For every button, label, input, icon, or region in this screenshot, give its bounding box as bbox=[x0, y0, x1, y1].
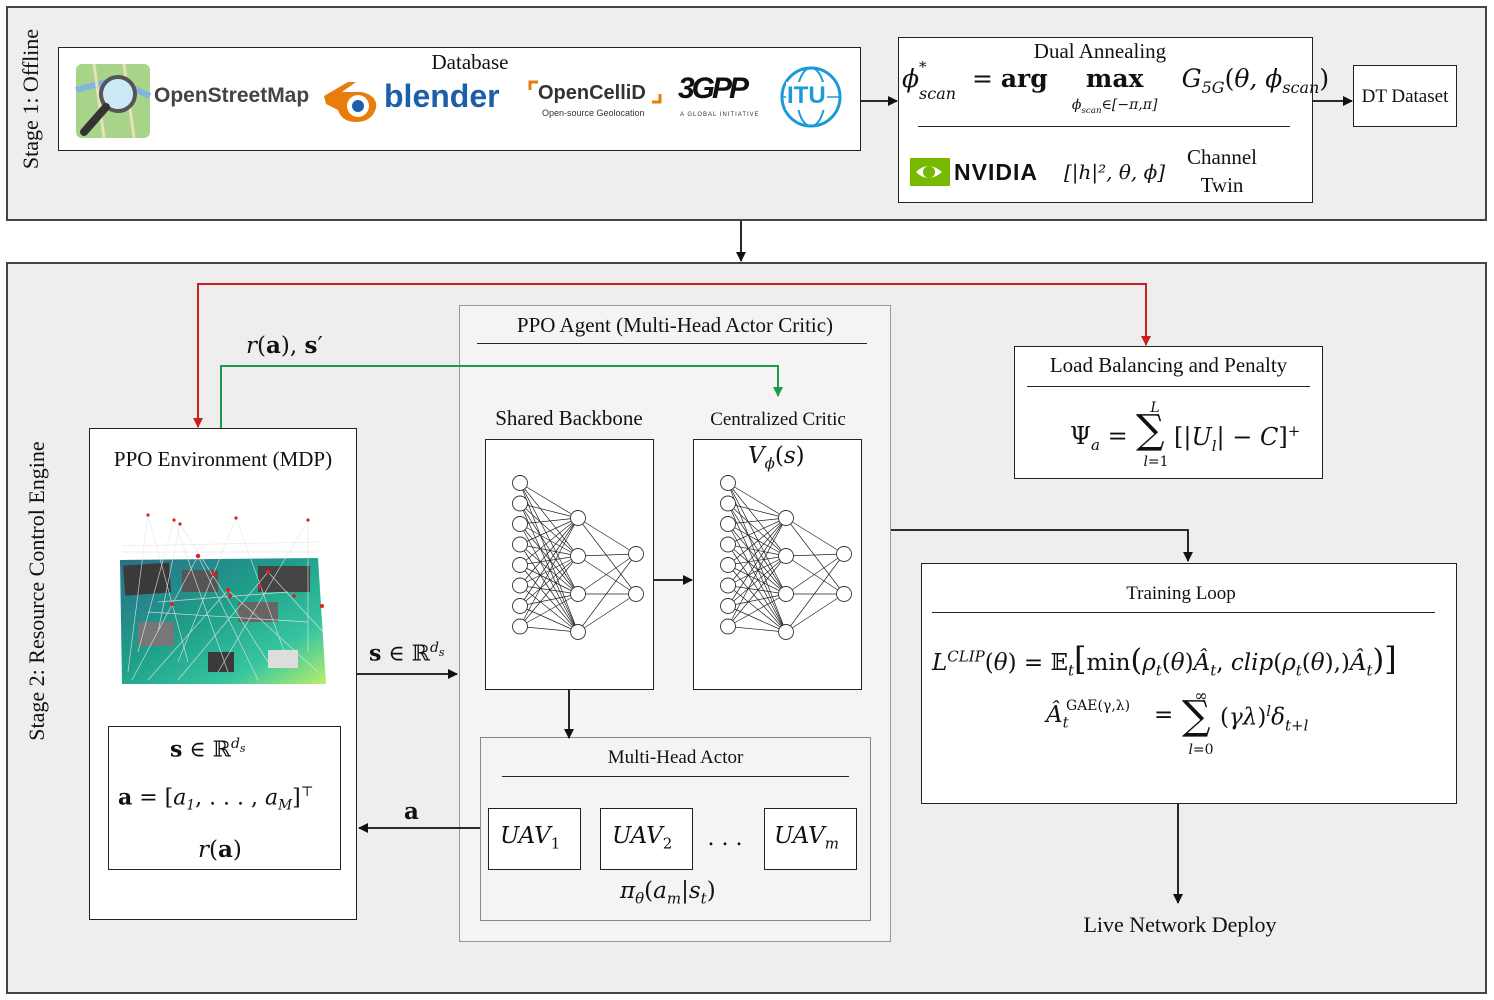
nn-node bbox=[570, 624, 586, 640]
nn-node bbox=[720, 475, 736, 491]
ppo-agent-divider bbox=[477, 343, 867, 344]
nn-node bbox=[570, 548, 586, 564]
nn-node bbox=[512, 516, 528, 532]
nn-node bbox=[512, 598, 528, 614]
blender-text: blender bbox=[384, 78, 500, 114]
nn-node bbox=[836, 546, 852, 562]
nn-node bbox=[720, 536, 736, 553]
nn-node bbox=[720, 598, 736, 614]
nn-node bbox=[836, 586, 852, 602]
opencellid-bracket-icon bbox=[528, 80, 662, 104]
uav-head-2 bbox=[600, 808, 693, 870]
nn-node bbox=[720, 557, 736, 573]
nn-node bbox=[778, 624, 794, 640]
dual-annealing-title: Dual Annealing bbox=[1033, 39, 1167, 63]
nn-node bbox=[778, 586, 794, 602]
uav-heads-ellipsis: . . . bbox=[707, 826, 743, 851]
critic-neural-net-icon bbox=[720, 475, 852, 640]
uav-head-2-label: UAV2 bbox=[612, 823, 673, 853]
opencellid-text: OpenCelliD bbox=[538, 82, 646, 104]
clip-loss-formula: LCLIP(θ) = 𝔼t[min(ρt(θ)Ât, clip(ρt(θ),)Â… bbox=[932, 640, 1397, 680]
annealing-divider bbox=[918, 126, 1290, 127]
nn-node bbox=[512, 557, 528, 573]
training-loop-title: Training Loop bbox=[1126, 583, 1236, 604]
nn-node bbox=[628, 546, 644, 562]
nn-node bbox=[570, 586, 586, 602]
env-state-space: s ∈ ℝds bbox=[170, 736, 246, 763]
blender-icon bbox=[324, 82, 377, 122]
nn-node bbox=[778, 548, 794, 564]
3gpp-logo: 3GPP A GLOBAL INITIATIVE bbox=[678, 72, 768, 124]
channel-variables: [|h|², θ, ϕ] bbox=[1064, 160, 1166, 184]
arrow-agent-to-training bbox=[891, 529, 1193, 562]
database-box bbox=[58, 47, 861, 151]
shared-backbone-title: Shared Backbone bbox=[495, 406, 643, 430]
opencellid-logo: OpenCelliD Open-source Geolocation bbox=[528, 78, 668, 124]
backbone-neural-net-icon bbox=[512, 475, 644, 640]
mdp-definition-box bbox=[108, 726, 341, 870]
ppo-agent-title: PPO Agent (Multi-Head Actor Critic) bbox=[516, 313, 834, 337]
nn-node bbox=[778, 510, 794, 526]
uav-head-1-label: UAV1 bbox=[500, 823, 561, 853]
feedback-label: r(a), s′ bbox=[246, 332, 323, 359]
green-arrow-reward-to-critic bbox=[220, 365, 783, 428]
nvidia-eye-icon bbox=[910, 158, 950, 186]
actor-policy: πθ(am|st) bbox=[620, 878, 716, 908]
action-arrow-label: a bbox=[404, 798, 419, 825]
nn-node bbox=[512, 618, 528, 635]
nn-node bbox=[570, 510, 586, 526]
critic-value-function: Vϕ(s) bbox=[748, 443, 805, 473]
ppo-environment-title: PPO Environment (MDP) bbox=[113, 447, 333, 471]
state-arrow-label: s ∈ ℝds bbox=[369, 640, 445, 667]
channel-twin-line2: Twin bbox=[1200, 173, 1244, 197]
openstreetmap-text: OpenStreetMap bbox=[154, 84, 310, 107]
multi-head-actor-divider bbox=[502, 776, 849, 777]
opencellid-subtitle: Open-source Geolocation bbox=[542, 108, 645, 118]
nvidia-logo: NVIDIA bbox=[910, 158, 1050, 188]
itu-logo: ITU bbox=[778, 64, 844, 130]
env-reward: r(a) bbox=[198, 836, 242, 863]
channel-twin-line1: Channel bbox=[1187, 145, 1257, 169]
load-balancing-box bbox=[1014, 346, 1323, 479]
centralized-critic-title: Centralized Critic bbox=[710, 409, 846, 430]
nn-node bbox=[720, 516, 736, 532]
uav-head-1 bbox=[488, 808, 581, 870]
nn-node bbox=[720, 495, 736, 512]
gae-formula: Ât GAE(γ,λ) = ∞ ∑ l=0 (γλ)lδt+l bbox=[1046, 686, 1309, 758]
annealing-objective-formula: ϕ*scan = arg max ϕscan∈[−π,π] G5G(θ, ϕsc… bbox=[902, 58, 1330, 116]
training-loop-box bbox=[921, 563, 1457, 804]
uav-head-m bbox=[764, 808, 857, 870]
dt-dataset-box bbox=[1353, 65, 1457, 127]
multi-head-actor-title: Multi-Head Actor bbox=[607, 747, 744, 768]
nn-node bbox=[720, 618, 736, 635]
load-balancing-divider bbox=[1027, 386, 1310, 387]
blender-logo: blender bbox=[322, 74, 522, 128]
dt-dataset-label: DT Dataset bbox=[1361, 86, 1449, 107]
nn-node bbox=[512, 536, 528, 553]
nn-node bbox=[628, 586, 644, 602]
uav-network-scene-image bbox=[120, 513, 326, 684]
env-action-vector: a = [a1, . . . , aM]⊤ bbox=[118, 784, 314, 814]
nvidia-text: NVIDIA bbox=[954, 159, 1038, 185]
red-arrow-load-balancing bbox=[197, 283, 1147, 427]
3gpp-text: 3GPP bbox=[678, 72, 749, 105]
3gpp-subtitle: A GLOBAL INITIATIVE bbox=[680, 112, 760, 118]
nn-node bbox=[512, 495, 528, 512]
openstreetmap-map-icon bbox=[75, 63, 152, 139]
uav-head-m-label: UAVm bbox=[774, 823, 839, 853]
dual-annealing-box bbox=[898, 37, 1313, 203]
nn-node bbox=[720, 577, 736, 594]
openstreetmap-logo: OpenStreetMap bbox=[74, 60, 314, 144]
load-balancing-title: Load Balancing and Penalty bbox=[1049, 353, 1288, 377]
training-loop-divider bbox=[932, 612, 1435, 613]
nn-node bbox=[512, 577, 528, 594]
itu-text: ITU bbox=[786, 82, 827, 110]
database-title: Database bbox=[431, 50, 509, 74]
live-network-deploy-label: Live Network Deploy bbox=[1083, 912, 1277, 937]
nn-node bbox=[512, 475, 528, 491]
